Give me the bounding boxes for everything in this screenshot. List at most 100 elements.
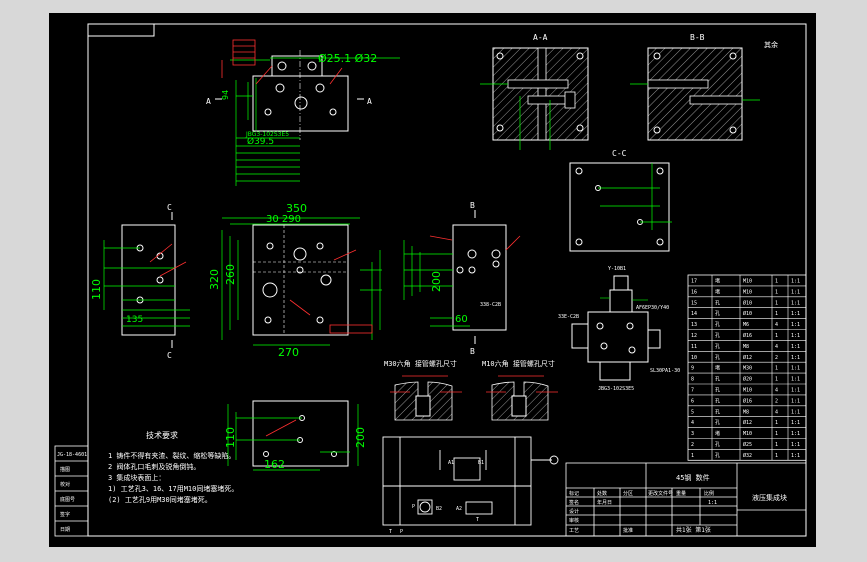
bom-cell: 3 [691, 431, 694, 437]
bom-cell: 1 [775, 333, 778, 339]
stamp-row-1: 描图 [60, 466, 70, 473]
title-row-0: 标记 [569, 490, 579, 497]
bom-cell: 4 [775, 344, 778, 350]
top-view: JBG3-102S3E5 A A [206, 39, 400, 186]
bom-cell: 堵 [715, 365, 720, 372]
title-block [565, 462, 807, 537]
bom-cell: 1:1 [791, 333, 800, 339]
bom-cell: 孔 [715, 299, 720, 306]
left-stamp [54, 445, 89, 537]
top-width-dim: Ø39.5 [247, 136, 274, 147]
bom-cell: 2 [775, 355, 778, 361]
bom-cell: 8 [691, 377, 694, 383]
title-role-2: 工艺 [569, 528, 579, 534]
bom-cell: 1:1 [791, 311, 800, 317]
bom-cell: Ø16 [743, 332, 752, 339]
top-view-note: JBG3-102S3E5 [245, 131, 289, 138]
right-view [403, 210, 521, 344]
valve-label-left: 33E-C2B [558, 314, 579, 320]
front-h1-dim: 320 [208, 269, 221, 290]
bom-cell: 1 [775, 442, 778, 448]
bom-cell: 6 [691, 398, 694, 404]
tech-req-item-3: 1) 工艺孔3、16、17用M10同堵塞堵死。 [108, 484, 238, 493]
bom-cell: Ø16 [743, 397, 752, 404]
bom-cell: M8 [743, 344, 749, 350]
section-aa [480, 47, 589, 150]
left-height-dim: 110 [90, 279, 103, 300]
front-width-dim: 350 [286, 202, 307, 215]
bottom-height-dim: 110 [224, 427, 237, 448]
bom-cell: 孔 [715, 321, 720, 328]
title-weight-label: 重量 [676, 490, 686, 497]
bom-cell: 堵 [715, 278, 720, 285]
bom-cell: 孔 [715, 343, 720, 350]
bom-cell: 17 [691, 279, 697, 285]
bom-cell: 4 [775, 322, 778, 328]
arrow-c-bottom: C [167, 351, 172, 360]
title-row-3: 更改文件号 [648, 490, 673, 497]
bom-cell: Ø32 [743, 452, 752, 459]
stamp-row-0: JG-18-4601 [57, 452, 87, 458]
title-row-5: 年月日 [597, 499, 612, 506]
bom-cell: 孔 [715, 397, 720, 404]
bom-cell: 7 [691, 388, 694, 394]
bom-cell: 1:1 [791, 289, 800, 295]
bom-cell: 孔 [715, 452, 720, 459]
title-material: 45钢 数件 [676, 473, 710, 482]
bom-cell: 孔 [715, 408, 720, 415]
bom-cell: 5 [691, 409, 694, 415]
arrow-c-top: C [167, 203, 172, 212]
valve-label-top: Y-10B1 [608, 266, 626, 272]
schematic-port-p: P [400, 529, 403, 535]
bom-cell: 10 [691, 355, 697, 361]
top-diameter-dim: Ø25.1 Ø32 [318, 52, 377, 65]
bom-cell: 1 [775, 300, 778, 306]
title-row-1: 处数 [597, 490, 607, 497]
arrow-a-right: A [367, 97, 372, 106]
schematic-label-a2: A2 [456, 506, 462, 512]
bom-cell: 4 [775, 409, 778, 415]
bom-cell: 堵 [715, 430, 720, 437]
bom-cell: 1:1 [791, 300, 800, 306]
stamp-row-3: 底图号 [60, 496, 75, 503]
title-row-2: 分区 [623, 490, 633, 497]
bom-cell: 1:1 [791, 442, 800, 448]
bom-cell: Ø25 [743, 441, 752, 448]
section-bb-label: B-B [690, 33, 705, 42]
corner-note: 其余 [764, 40, 778, 49]
section-cc-label: C-C [612, 149, 627, 158]
right-bottom-dim: 60 [455, 314, 468, 325]
right-view-note: 338-C2B [480, 302, 501, 308]
title-role-1: 审核 [569, 517, 579, 524]
bottom-width-dim: 162 [264, 458, 285, 471]
bom-cell: 孔 [715, 376, 720, 383]
schematic-port-t: T [389, 529, 392, 535]
arrow-a-left: A [206, 97, 211, 106]
bom-cell: 孔 [715, 332, 720, 339]
section-aa-label: A-A [533, 33, 548, 42]
stamp-row-5: 日期 [60, 527, 70, 533]
title-row-4: 签名 [569, 499, 579, 506]
bom-cell: 2 [691, 442, 694, 448]
bom-cell: M10 [743, 388, 752, 394]
bom-cell: M6 [743, 322, 749, 328]
bom-cell: 1:1 [791, 344, 800, 350]
stamp-row-4: 签字 [60, 511, 70, 518]
bom-cell: 11 [691, 344, 697, 350]
bom-cell: Ø12 [743, 354, 752, 361]
bom-cell: 堵 [715, 288, 720, 295]
bom-cell: 1 [775, 279, 778, 285]
bottom-view [227, 400, 359, 471]
bom-cell: Ø12 [743, 419, 752, 426]
front-view [221, 217, 382, 346]
bom-cell: 孔 [715, 441, 720, 448]
bom-cell: Ø10 [743, 310, 752, 317]
port-detail-m30 [390, 375, 462, 421]
bom-cell: 4 [775, 388, 778, 394]
schematic-label-t: T [476, 517, 479, 523]
valve-label-bottom: SL30PA1-30 [650, 368, 680, 374]
title-scale-label: 比例 [704, 490, 714, 497]
section-bb [630, 47, 760, 141]
bom-cell: 15 [691, 300, 697, 306]
bom-cell: 1:1 [791, 322, 800, 328]
